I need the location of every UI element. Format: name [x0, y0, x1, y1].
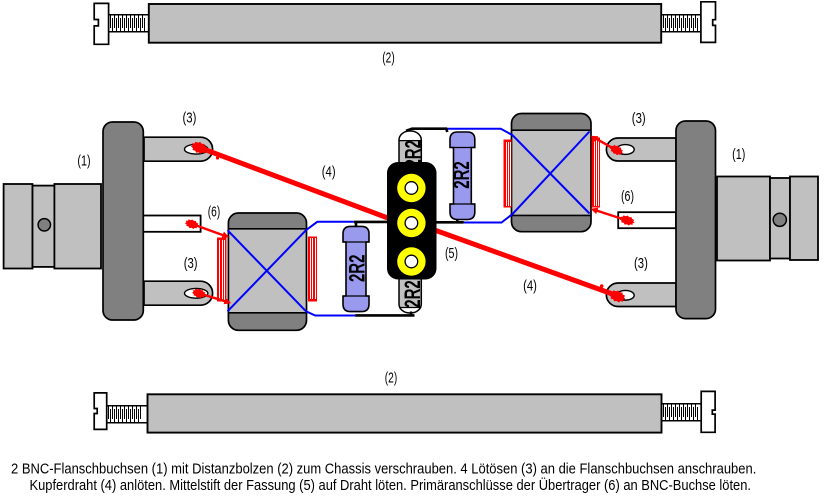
svg-text:(5): (5)	[445, 245, 458, 262]
svg-text:(2): (2)	[382, 49, 394, 66]
svg-text:(3): (3)	[634, 255, 648, 272]
svg-text:(6): (6)	[621, 188, 634, 205]
svg-text:(2): (2)	[385, 369, 397, 386]
svg-text:(6): (6)	[208, 203, 220, 220]
svg-text:Kupferdraht (4) anlöten. Mitte: Kupferdraht (4) anlöten. Mittelstift der…	[30, 476, 752, 494]
svg-text:(3): (3)	[183, 110, 197, 127]
svg-text:2R2: 2R2	[346, 255, 371, 283]
svg-text:(1): (1)	[77, 152, 90, 169]
svg-text:2R2: 2R2	[401, 280, 426, 308]
svg-text:(1): (1)	[732, 146, 745, 163]
svg-text:(3): (3)	[632, 110, 646, 127]
svg-text:2 BNC-Flanschbuchsen (1) mit D: 2 BNC-Flanschbuchsen (1) mit Distanzbolz…	[11, 461, 756, 478]
svg-text:2R2: 2R2	[450, 161, 475, 189]
svg-text:(3): (3)	[184, 255, 198, 272]
svg-text:(4): (4)	[322, 163, 336, 180]
svg-text:(4): (4)	[523, 278, 537, 295]
